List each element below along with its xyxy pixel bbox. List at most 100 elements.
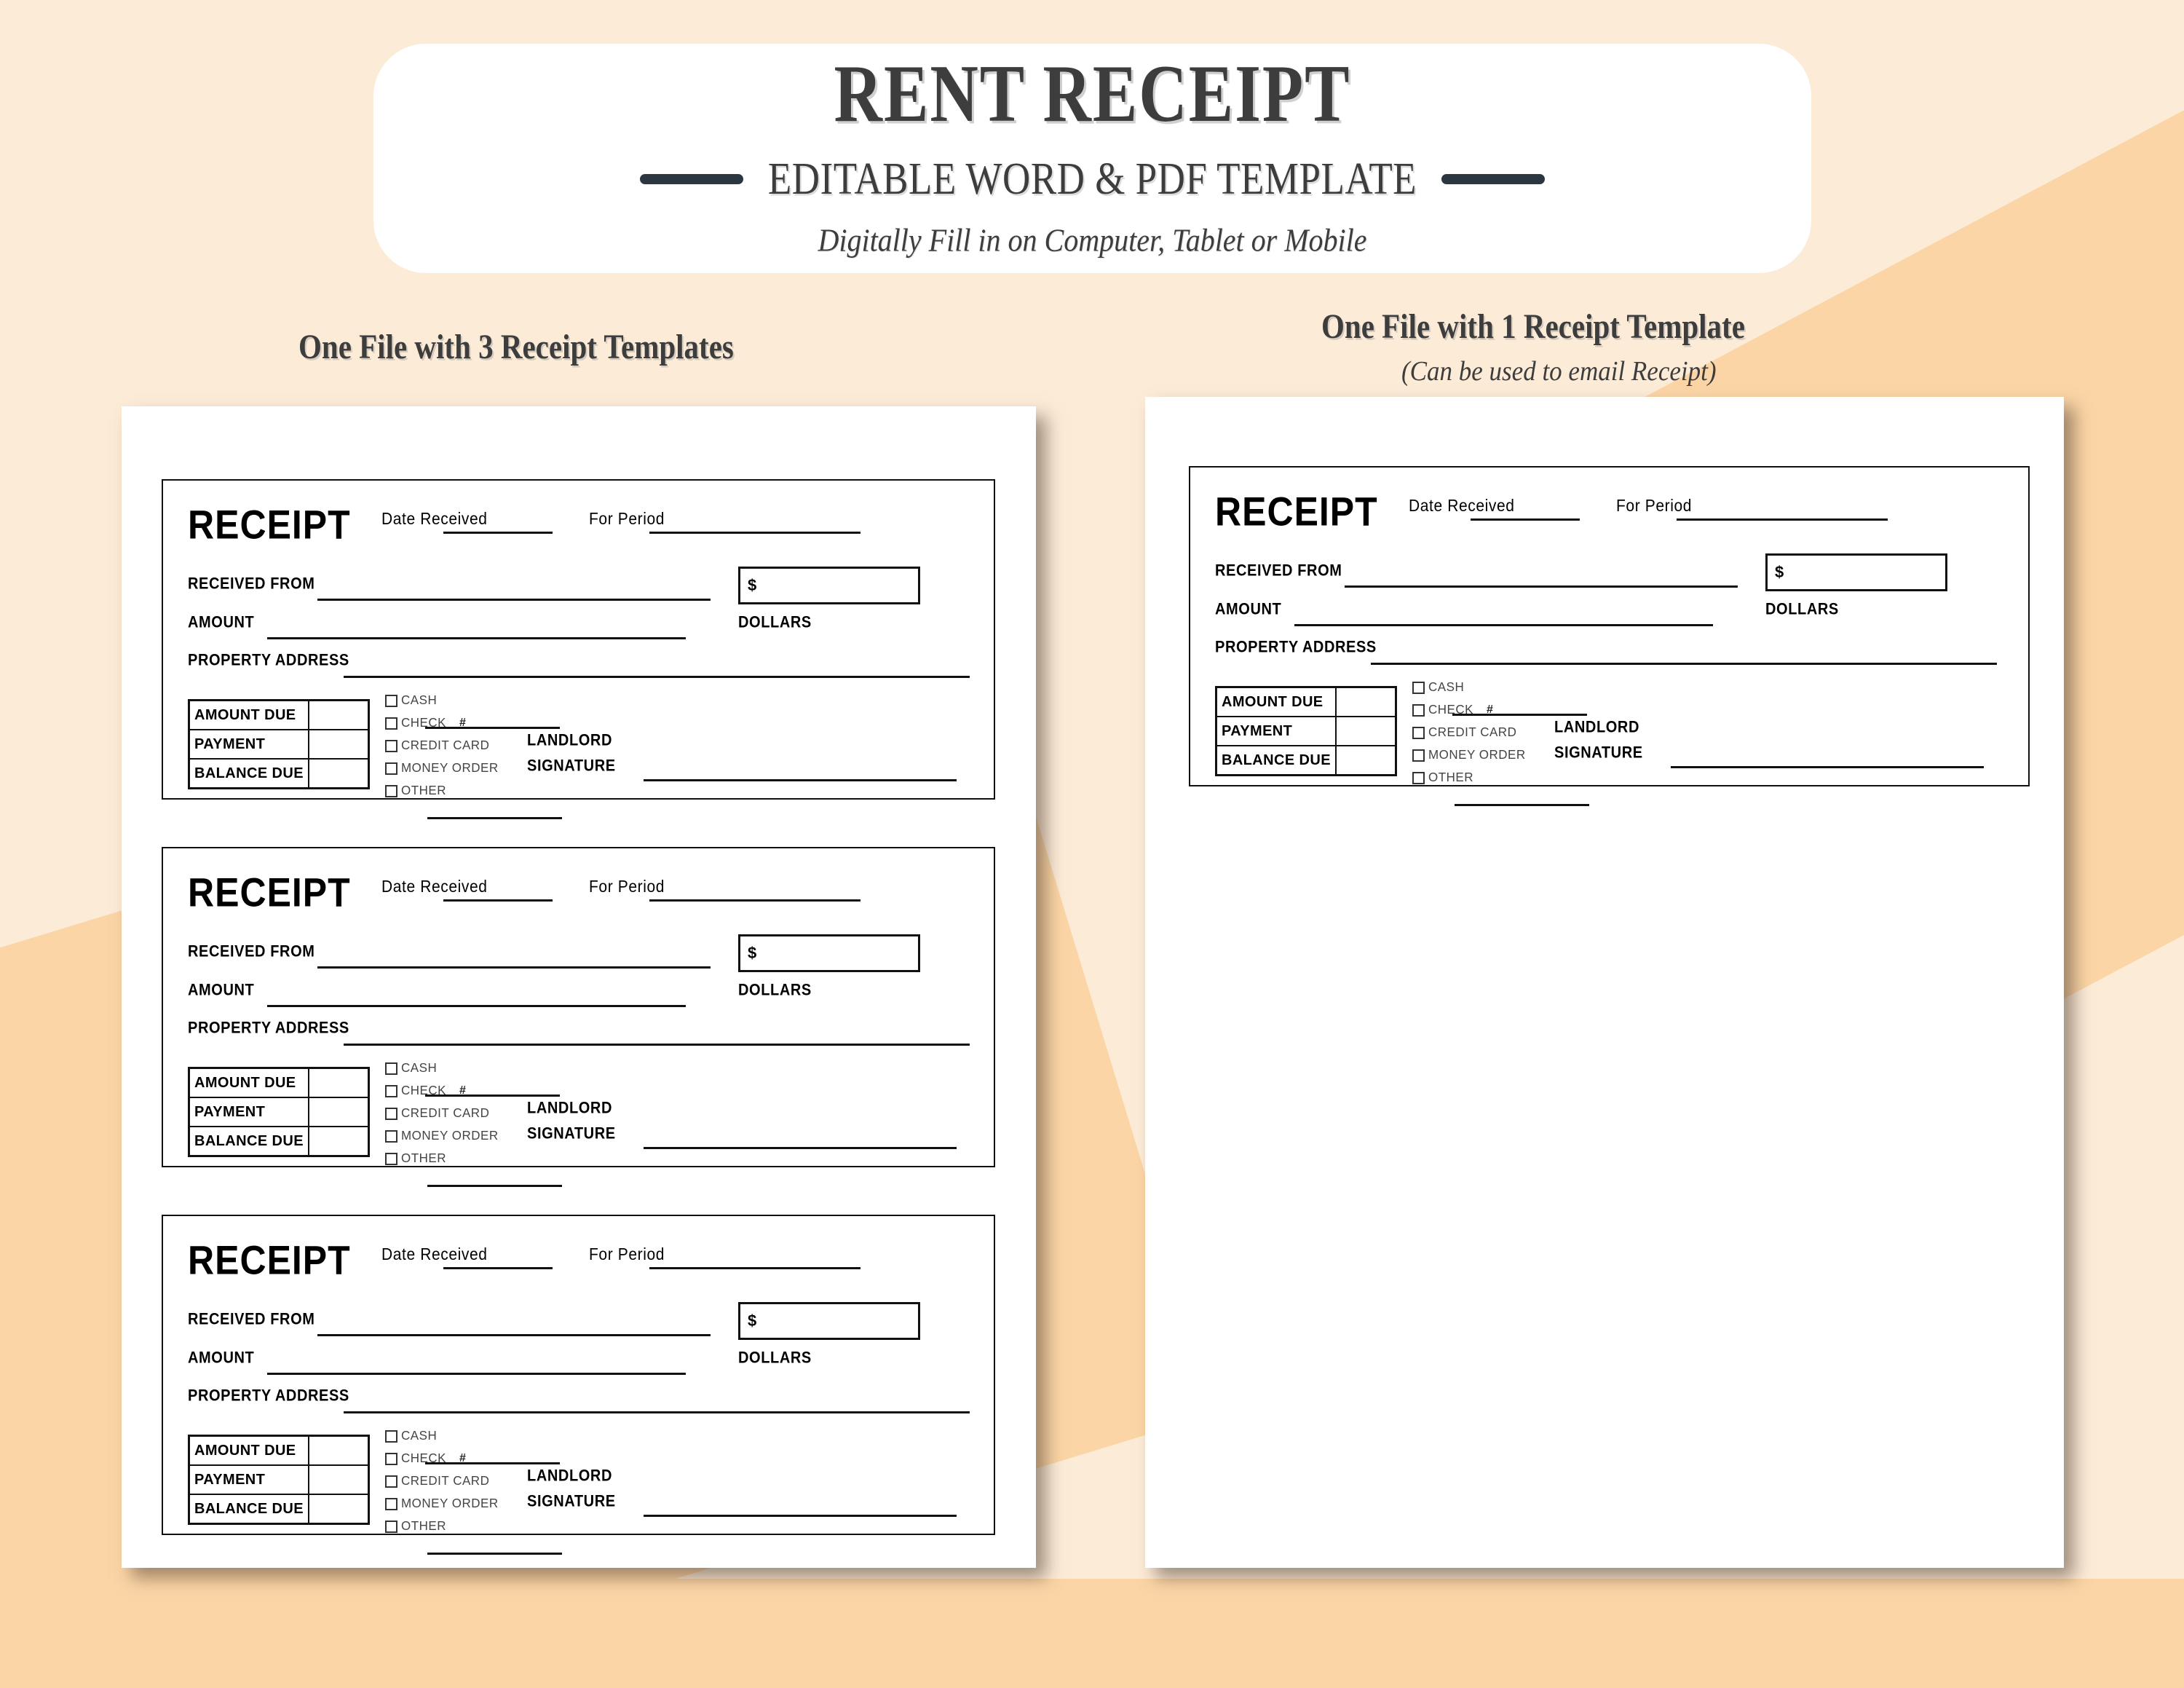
property-address-input-line[interactable]: [344, 1044, 970, 1046]
signature-input-line[interactable]: [644, 779, 957, 781]
checkbox-icon[interactable]: [1412, 703, 1425, 717]
checkbox-icon[interactable]: [385, 1062, 397, 1075]
for-period-input-line[interactable]: [649, 1267, 860, 1269]
received-from-input-line[interactable]: [317, 599, 711, 601]
payment-method-cash[interactable]: CASH: [385, 1426, 499, 1446]
amount-box[interactable]: $: [738, 1302, 920, 1340]
payment-method-cash[interactable]: CASH: [385, 1058, 499, 1078]
balance-due-label: BALANCE DUE: [188, 1126, 309, 1157]
summary-table: AMOUNT DUE PAYMENT BALANCE DUE: [188, 1435, 370, 1525]
amount-box[interactable]: $: [738, 567, 920, 604]
amount-input-line[interactable]: [267, 1005, 686, 1007]
checkbox-icon[interactable]: [1412, 726, 1425, 739]
amount-input-line[interactable]: [267, 1373, 686, 1375]
other-method-input-line[interactable]: [1455, 804, 1589, 806]
amount-due-value[interactable]: [307, 699, 370, 730]
amount-due-value[interactable]: [307, 1435, 370, 1466]
checkbox-icon[interactable]: [385, 1107, 397, 1120]
amount-label: AMOUNT: [188, 614, 255, 632]
received-from-input-line[interactable]: [1345, 585, 1738, 588]
checkbox-icon[interactable]: [1412, 749, 1425, 762]
checkbox-icon[interactable]: [385, 1152, 397, 1165]
check-number-input-line[interactable]: [1452, 714, 1587, 716]
date-received-input-line[interactable]: [1471, 518, 1580, 521]
payment-method-credit-card[interactable]: CREDIT CARD: [385, 1471, 499, 1491]
amount-input-line[interactable]: [267, 637, 686, 639]
payment-value[interactable]: [1334, 716, 1397, 746]
payment-value[interactable]: [307, 1097, 370, 1127]
property-address-input-line[interactable]: [1371, 663, 1997, 665]
payment-method-money-order[interactable]: MONEY ORDER: [1412, 745, 1526, 765]
check-number-input-line[interactable]: [425, 1462, 560, 1464]
amount-due-value[interactable]: [307, 1067, 370, 1098]
signature-input-line[interactable]: [644, 1147, 957, 1149]
checkbox-icon[interactable]: [385, 717, 397, 730]
for-period-input-line[interactable]: [649, 532, 860, 534]
amount-box[interactable]: $: [738, 934, 920, 972]
check-number-input-line[interactable]: [425, 727, 560, 729]
payment-method-check[interactable]: CHECK #: [385, 713, 499, 733]
table-row: PAYMENT: [188, 729, 370, 760]
balance-due-value[interactable]: [307, 758, 370, 789]
checkbox-icon[interactable]: [385, 1429, 397, 1443]
other-method-input-line[interactable]: [427, 817, 562, 819]
payment-method-other[interactable]: OTHER: [385, 1516, 499, 1537]
payment-method-check[interactable]: CHECK #: [1412, 700, 1526, 720]
payment-method-money-order[interactable]: MONEY ORDER: [385, 1494, 499, 1514]
checkbox-icon[interactable]: [1412, 681, 1425, 694]
payment-method-group: CASH CHECK # CREDIT CARD MONEY ORDER OTH…: [1412, 677, 1589, 806]
property-address-input-line[interactable]: [344, 1411, 970, 1413]
date-received-input-line[interactable]: [443, 532, 553, 534]
right-column-heading: One File with 1 Receipt Template: [1321, 307, 1745, 346]
table-row: AMOUNT DUE: [188, 1435, 370, 1466]
checkbox-icon[interactable]: [385, 1475, 397, 1488]
amount-box[interactable]: $: [1765, 553, 1947, 591]
payment-method-cash[interactable]: CASH: [1412, 677, 1526, 698]
checkbox-icon[interactable]: [385, 1084, 397, 1097]
checkbox-icon[interactable]: [1412, 771, 1425, 784]
checkbox-icon[interactable]: [385, 1497, 397, 1510]
checkbox-icon[interactable]: [385, 1520, 397, 1533]
payment-method-credit-card[interactable]: CREDIT CARD: [385, 1103, 499, 1124]
balance-due-value[interactable]: [1334, 745, 1397, 776]
payment-method-money-order[interactable]: MONEY ORDER: [385, 1126, 499, 1146]
payment-method-credit-card[interactable]: CREDIT CARD: [1412, 722, 1526, 743]
payment-method-check[interactable]: CHECK #: [385, 1081, 499, 1101]
signature-input-line[interactable]: [644, 1515, 957, 1517]
check-number-input-line[interactable]: [425, 1095, 560, 1097]
checkbox-icon[interactable]: [385, 1129, 397, 1143]
amount-input-line[interactable]: [1294, 624, 1713, 626]
other-method-input-line[interactable]: [427, 1553, 562, 1555]
signature-input-line[interactable]: [1671, 766, 1984, 768]
payment-method-credit-card[interactable]: CREDIT CARD: [385, 735, 499, 756]
checkbox-icon[interactable]: [385, 1452, 397, 1465]
payment-value[interactable]: [307, 729, 370, 760]
payment-method-check[interactable]: CHECK #: [385, 1448, 499, 1469]
received-from-label: RECEIVED FROM: [1215, 562, 1342, 580]
checkbox-icon[interactable]: [385, 739, 397, 752]
page-title: RENT RECEIPT: [834, 47, 1351, 139]
payment-method-money-order[interactable]: MONEY ORDER: [385, 758, 499, 778]
other-method-input-line[interactable]: [427, 1185, 562, 1187]
received-from-input-line[interactable]: [317, 966, 711, 969]
payment-method-other[interactable]: OTHER: [1412, 768, 1526, 788]
for-period-input-line[interactable]: [649, 899, 860, 902]
date-received-input-line[interactable]: [443, 1267, 553, 1269]
dollars-label: DOLLARS: [1765, 601, 1839, 619]
checkbox-icon[interactable]: [385, 762, 397, 775]
for-period-input-line[interactable]: [1677, 518, 1888, 521]
amount-label: AMOUNT: [188, 1349, 255, 1368]
payment-method-cash[interactable]: CASH: [385, 690, 499, 711]
property-address-input-line[interactable]: [344, 676, 970, 678]
balance-due-value[interactable]: [307, 1494, 370, 1525]
amount-due-value[interactable]: [1334, 686, 1397, 717]
summary-table: AMOUNT DUE PAYMENT BALANCE DUE: [188, 699, 370, 789]
payment-method-other[interactable]: OTHER: [385, 781, 499, 801]
payment-method-other[interactable]: OTHER: [385, 1148, 499, 1169]
checkbox-icon[interactable]: [385, 694, 397, 707]
payment-value[interactable]: [307, 1464, 370, 1495]
checkbox-icon[interactable]: [385, 784, 397, 797]
received-from-input-line[interactable]: [317, 1334, 711, 1336]
balance-due-value[interactable]: [307, 1126, 370, 1157]
date-received-input-line[interactable]: [443, 899, 553, 902]
